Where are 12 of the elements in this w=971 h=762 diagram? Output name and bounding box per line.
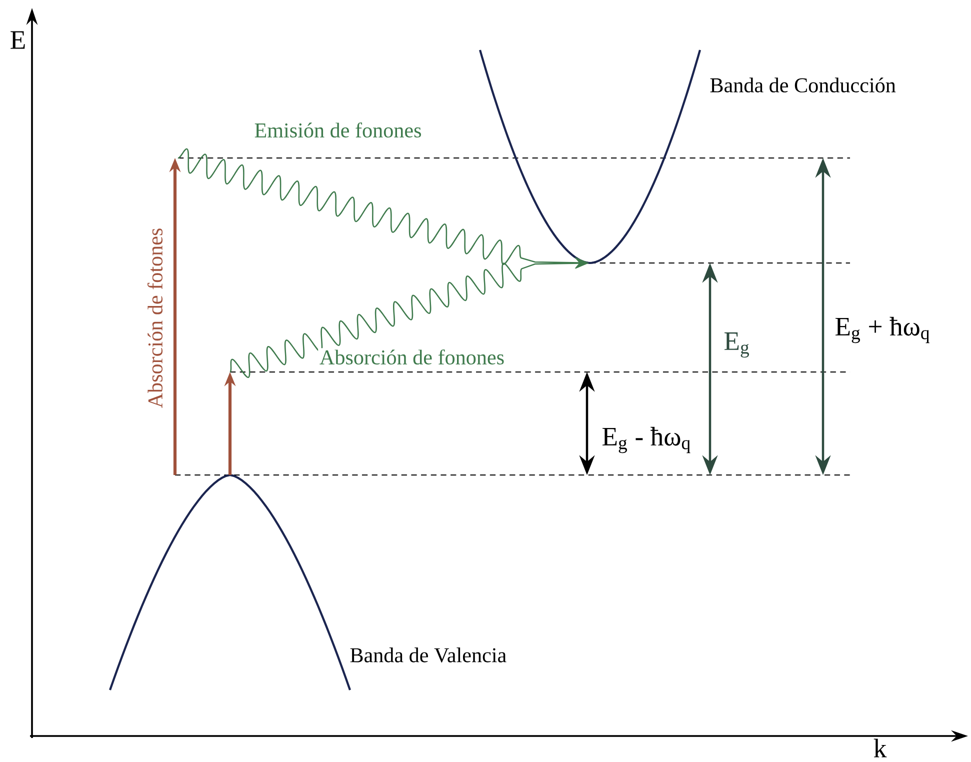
- band-curve: [479, 50, 702, 264]
- band-label: Banda de Conducción: [710, 78, 896, 92]
- edge-label: Absorción de fonones: [318, 348, 506, 366]
- band-label: Banda de Valencia: [350, 648, 506, 662]
- edge-label: Emisión de fonones: [252, 121, 424, 139]
- band-curve: [109, 474, 351, 690]
- dimension-label: E$_{g}$ - ħω$_{q}$: [602, 426, 690, 454]
- dimension-label: E$_{g}$ + ħω$_{q}$: [835, 316, 930, 344]
- dimension-label: E$_{g}$: [724, 332, 749, 358]
- axis-label: E: [10, 31, 25, 49]
- axis-label: k: [874, 738, 887, 758]
- edge-label: Absorción de fotones: [146, 226, 164, 410]
